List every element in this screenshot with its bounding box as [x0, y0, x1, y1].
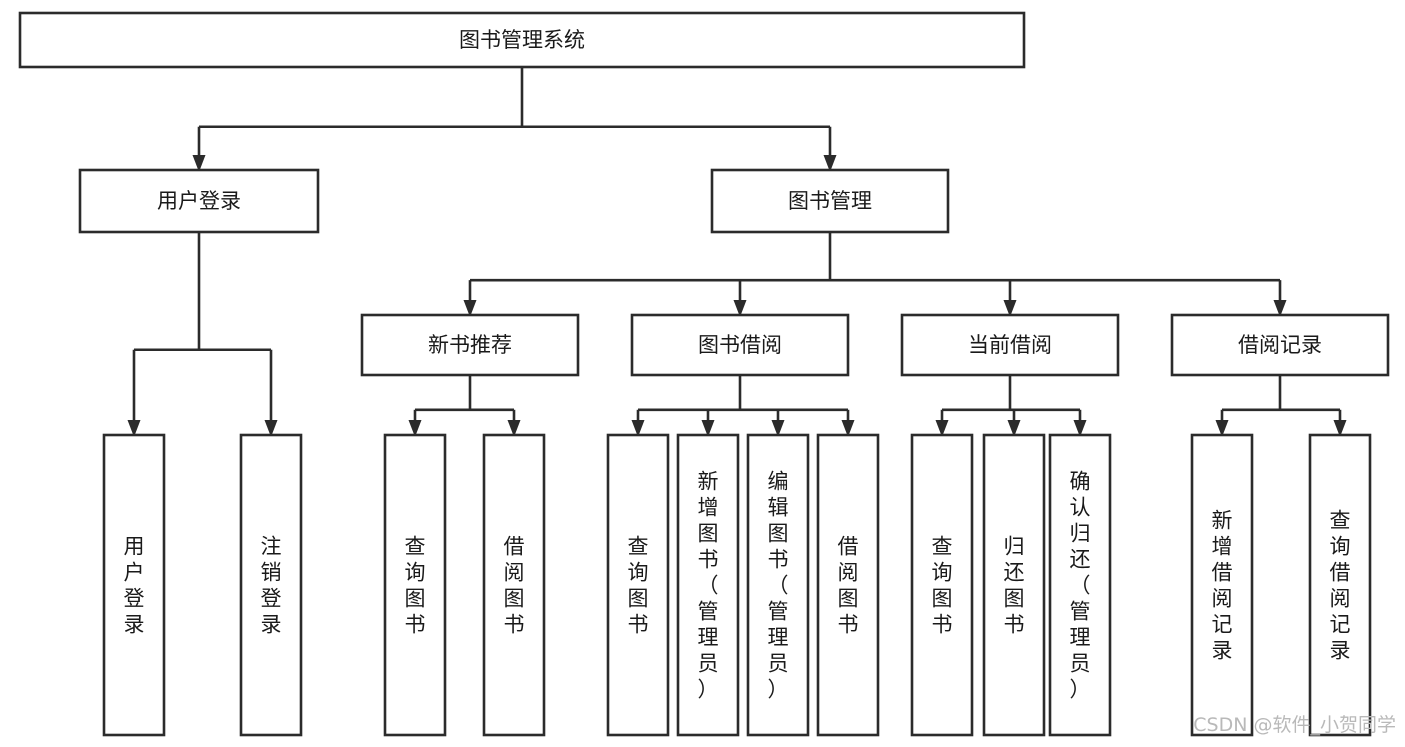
arrow-head-root-1 — [823, 155, 837, 172]
node-user-login-box[interactable] — [78, 168, 320, 234]
arrow-head-root-0 — [192, 155, 206, 172]
node-leaf-confirm-return-admin[interactable]: 确认归还（管理员） — [1048, 433, 1112, 737]
node-layer: 图书管理系统用户登录图书管理新书推荐图书借阅当前借阅借阅记录用户登录注销登录查询… — [18, 11, 1390, 737]
node-borrow-records-label: 借阅记录 — [1238, 333, 1322, 357]
arrow-head-book-borrow-0 — [631, 420, 645, 437]
arrow-head-borrow-records-0 — [1215, 420, 1229, 437]
node-leaf-add-borrow-record-box[interactable] — [1190, 433, 1254, 737]
node-new-book-recommend-label: 新书推荐 — [428, 333, 512, 357]
node-leaf-add-borrow-record-label: 新增借阅记录 — [1212, 508, 1233, 662]
node-current-borrow[interactable]: 当前借阅 — [900, 313, 1120, 377]
node-leaf-borrow-books-1-box[interactable] — [482, 433, 546, 737]
node-leaf-return-books[interactable]: 归还图书 — [982, 433, 1046, 737]
node-leaf-confirm-return-admin-label: 确认归还（管理员） — [1070, 469, 1091, 701]
arrow-head-current-borrow-1 — [1007, 420, 1021, 437]
node-leaf-query-books-1-box[interactable] — [383, 433, 447, 737]
node-borrow-records[interactable]: 借阅记录 — [1170, 313, 1390, 377]
csdn-watermark: CSDN @软件_小贺同学 — [1193, 714, 1396, 736]
node-leaf-query-books-2[interactable]: 查询图书 — [606, 433, 670, 737]
node-leaf-query-books-2-label: 查询图书 — [628, 534, 649, 636]
node-leaf-user-login-label: 用户登录 — [124, 534, 145, 636]
node-leaf-borrow-books-1-label: 借阅图书 — [504, 534, 525, 636]
node-book-borrow[interactable]: 图书借阅 — [630, 313, 850, 377]
connector-layer — [127, 67, 1347, 437]
arrow-head-current-borrow-0 — [935, 420, 949, 437]
node-leaf-borrow-books-2-label: 借阅图书 — [838, 534, 859, 636]
arrow-head-book-borrow-3 — [841, 420, 855, 437]
node-leaf-edit-book-admin-label: 编辑图书（管理员） — [768, 469, 789, 701]
node-book-borrow-box[interactable] — [630, 313, 850, 377]
node-root[interactable]: 图书管理系统 — [18, 11, 1026, 69]
node-leaf-query-books-2-box[interactable] — [606, 433, 670, 737]
node-borrow-records-box[interactable] — [1170, 313, 1390, 377]
node-leaf-return-books-box[interactable] — [982, 433, 1046, 737]
node-leaf-query-books-3-label: 查询图书 — [932, 534, 953, 636]
node-root-box[interactable] — [18, 11, 1026, 69]
node-user-login[interactable]: 用户登录 — [78, 168, 320, 234]
node-leaf-user-login-box[interactable] — [102, 433, 166, 737]
arrow-head-new-book-recommend-0 — [408, 420, 422, 437]
node-book-management[interactable]: 图书管理 — [710, 168, 950, 234]
arrow-head-book-management-1 — [733, 300, 747, 317]
node-leaf-add-borrow-record[interactable]: 新增借阅记录 — [1190, 433, 1254, 737]
node-leaf-borrow-books-2[interactable]: 借阅图书 — [816, 433, 880, 737]
node-leaf-query-books-3-box[interactable] — [910, 433, 974, 737]
arrow-head-book-borrow-2 — [771, 420, 785, 437]
arrow-head-user-login-1 — [264, 420, 278, 437]
arrow-head-book-management-0 — [463, 300, 477, 317]
node-leaf-logout-label: 注销登录 — [261, 534, 282, 636]
arrow-head-new-book-recommend-1 — [507, 420, 521, 437]
node-leaf-add-book-admin-label: 新增图书（管理员） — [698, 469, 719, 701]
node-leaf-query-borrow-record[interactable]: 查询借阅记录 — [1308, 433, 1372, 737]
arrow-head-book-management-2 — [1003, 300, 1017, 317]
node-leaf-add-book-admin-box[interactable] — [676, 433, 740, 737]
node-leaf-edit-book-admin-box[interactable] — [746, 433, 810, 737]
node-leaf-borrow-books-1[interactable]: 借阅图书 — [482, 433, 546, 737]
node-leaf-logout[interactable]: 注销登录 — [239, 433, 303, 737]
node-leaf-user-login[interactable]: 用户登录 — [102, 433, 166, 737]
node-leaf-query-borrow-record-box[interactable] — [1308, 433, 1372, 737]
node-book-borrow-label: 图书借阅 — [698, 333, 782, 357]
arrow-head-user-login-0 — [127, 420, 141, 437]
node-leaf-query-borrow-record-label: 查询借阅记录 — [1330, 508, 1351, 662]
node-current-borrow-box[interactable] — [900, 313, 1120, 377]
node-leaf-logout-box[interactable] — [239, 433, 303, 737]
node-user-login-label: 用户登录 — [157, 189, 241, 213]
node-leaf-return-books-label: 归还图书 — [1004, 534, 1025, 636]
node-leaf-add-book-admin[interactable]: 新增图书（管理员） — [676, 433, 740, 737]
node-leaf-edit-book-admin[interactable]: 编辑图书（管理员） — [746, 433, 810, 737]
node-book-management-label: 图书管理 — [788, 189, 872, 213]
node-leaf-query-books-3[interactable]: 查询图书 — [910, 433, 974, 737]
node-new-book-recommend-box[interactable] — [360, 313, 580, 377]
node-book-management-box[interactable] — [710, 168, 950, 234]
arrow-head-book-borrow-1 — [701, 420, 715, 437]
node-leaf-query-books-1-label: 查询图书 — [405, 534, 426, 636]
arrow-head-current-borrow-2 — [1073, 420, 1087, 437]
arrow-head-borrow-records-1 — [1333, 420, 1347, 437]
node-leaf-borrow-books-2-box[interactable] — [816, 433, 880, 737]
node-root-label: 图书管理系统 — [459, 28, 585, 52]
node-leaf-confirm-return-admin-box[interactable] — [1048, 433, 1112, 737]
node-leaf-query-books-1[interactable]: 查询图书 — [383, 433, 447, 737]
node-new-book-recommend[interactable]: 新书推荐 — [360, 313, 580, 377]
arrow-head-book-management-3 — [1273, 300, 1287, 317]
node-current-borrow-label: 当前借阅 — [968, 333, 1052, 357]
